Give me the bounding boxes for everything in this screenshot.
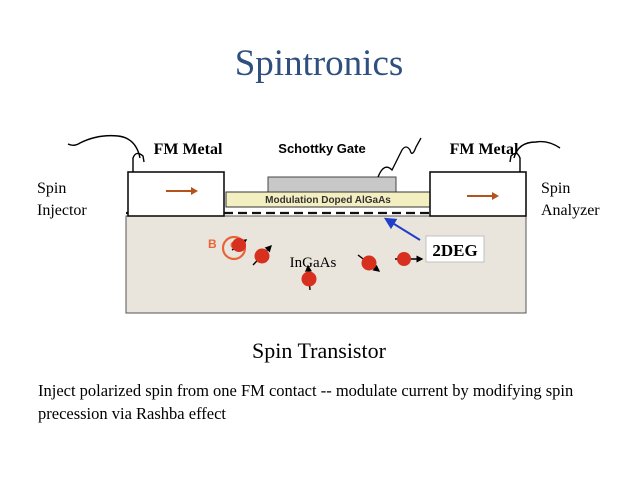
- schottky-gate: [267, 176, 397, 193]
- fm-contact-left: [127, 171, 225, 217]
- two-deg-label-box: [425, 235, 485, 263]
- two-deg-label: 2DEG: [432, 241, 477, 260]
- spin-electron: [231, 238, 248, 252]
- spin-electron: [395, 252, 424, 266]
- substrate: [125, 215, 527, 314]
- wire-gate: [377, 137, 422, 178]
- spin-injector-line2: Injector: [37, 202, 87, 219]
- spin-electron: [301, 264, 317, 291]
- channel-material-label: InGaAs: [290, 255, 337, 271]
- spin-analyzer-line2: Analyzer: [541, 202, 600, 219]
- wire-left-contact: [67, 134, 145, 172]
- slide-title: Spintronics: [234, 43, 404, 84]
- field-b-label: B: [208, 237, 217, 251]
- spin-injector-label: Spin Injector: [37, 178, 87, 222]
- fm-contact-right: [429, 171, 527, 217]
- spin-analyzer-label: Spin Analyzer: [541, 178, 600, 222]
- schottky-gate-label: Schottky Gate: [278, 141, 365, 156]
- wire-right-contact: [509, 140, 561, 172]
- fm-metal-left-label: FM Metal: [154, 141, 223, 158]
- diagram-caption: Spin Transistor: [252, 338, 386, 363]
- description-text: Inject polarized spin from one FM contac…: [38, 381, 574, 423]
- magnetization-arrowhead-right: [492, 192, 499, 200]
- spin-electron: [357, 254, 381, 272]
- two-deg-pointer-arrow: [383, 217, 421, 241]
- magnetization-arrowhead-left: [191, 187, 198, 195]
- modulation-layer-label: Modulation Doped AlGaAs: [265, 195, 391, 206]
- spin-injector-line1: Spin: [37, 180, 67, 197]
- spin-electron: [252, 244, 272, 266]
- fm-metal-right-label: FM Metal: [450, 141, 519, 158]
- spin-analyzer-line1: Spin: [541, 180, 571, 197]
